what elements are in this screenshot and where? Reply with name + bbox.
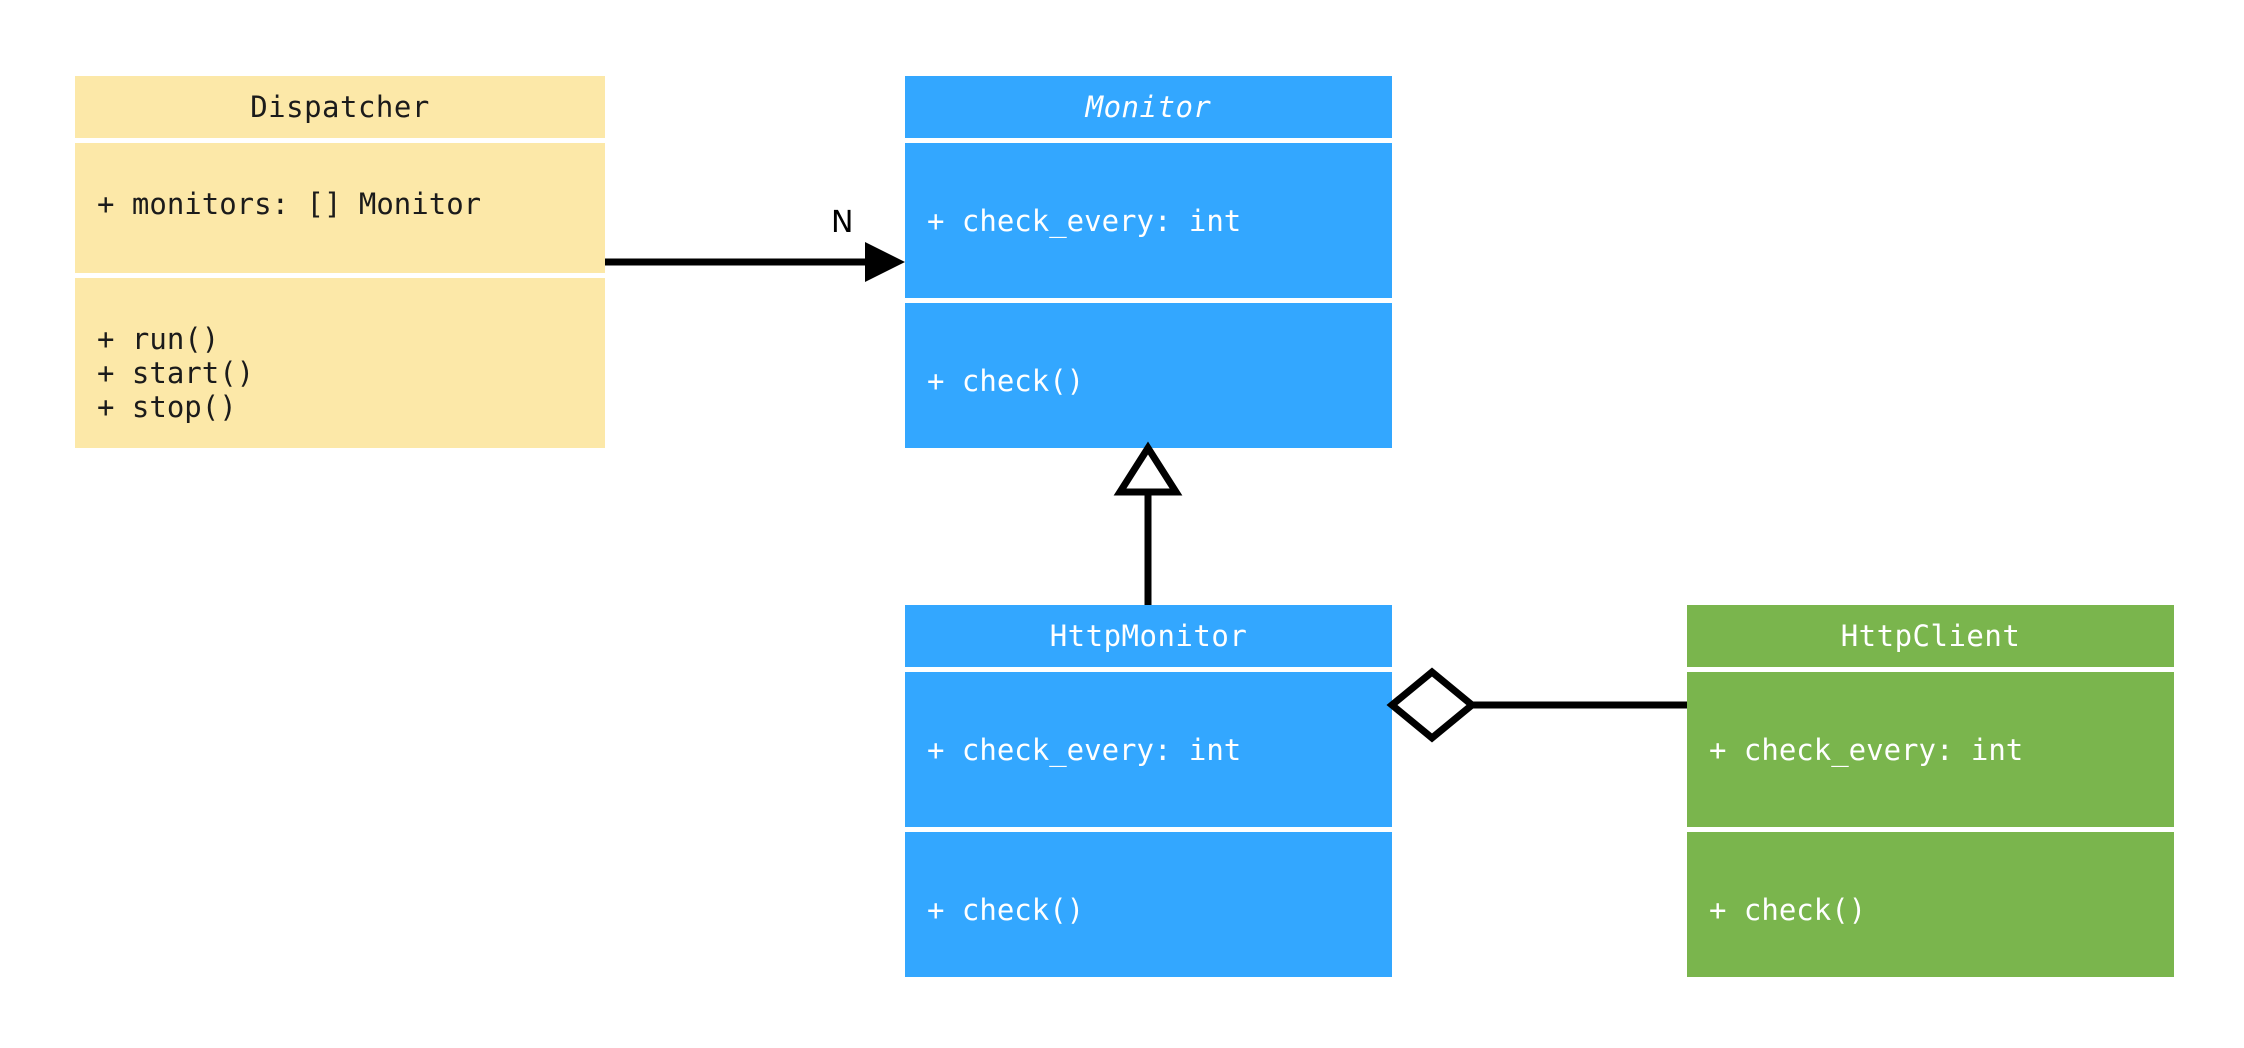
hollow-diamond-arrowhead — [1386, 667, 1478, 743]
class-attributes-compartment-monitor: + check_every: int — [905, 143, 1392, 298]
class-attributes-compartment-httpmonitor: + check_every: int — [905, 672, 1392, 827]
class-name-httpmonitor: HttpMonitor — [1049, 619, 1248, 653]
attribute-row: + check_every: int — [927, 733, 1242, 767]
class-title-compartment-httpmonitor: HttpMonitor — [905, 605, 1392, 667]
attribute-row: + check_every: int — [1709, 733, 2024, 767]
method-row: + check() — [927, 893, 1085, 927]
class-methods-compartment-monitor: + check() — [905, 303, 1392, 448]
method-row: + stop() — [97, 390, 237, 424]
compartment-divider — [905, 827, 1392, 832]
class-title-compartment-monitor: Monitor — [905, 76, 1392, 138]
class-name-httpclient: HttpClient — [1840, 619, 2021, 653]
compartment-divider — [1687, 827, 2174, 832]
method-row: + check() — [1709, 893, 1867, 927]
attribute-row: + monitors: [] Monitor — [97, 187, 482, 221]
class-title-compartment-dispatcher: Dispatcher — [75, 76, 605, 138]
compartment-divider — [75, 138, 605, 143]
method-row: + run() — [97, 322, 220, 356]
compartment-divider — [905, 298, 1392, 303]
connector-httpmonitor-to-monitor — [1113, 441, 1183, 605]
class-attributes-compartment-httpclient: + check_every: int — [1687, 672, 2174, 827]
class-box-dispatcher[interactable]: Dispatcher + monitors: [] Monitor + run(… — [75, 76, 605, 448]
connector-httpmonitor-to-httpclient — [1386, 667, 1687, 743]
method-row: + check() — [927, 364, 1085, 398]
attribute-row: + check_every: int — [927, 204, 1242, 238]
compartment-divider — [1687, 667, 2174, 672]
class-title-compartment-httpclient: HttpClient — [1687, 605, 2174, 667]
method-row: + start() — [97, 356, 255, 390]
compartment-divider — [905, 138, 1392, 143]
hollow-triangle-arrowhead — [1113, 441, 1183, 496]
filled-triangle-arrowhead — [865, 242, 905, 282]
compartment-divider — [905, 667, 1392, 672]
class-name-monitor: Monitor — [1085, 90, 1212, 124]
class-name-dispatcher: Dispatcher — [250, 90, 430, 124]
class-box-monitor[interactable]: Monitor + check_every: int + check() — [905, 76, 1392, 448]
multiplicity-label-n: N — [831, 205, 854, 240]
class-methods-compartment-httpmonitor: + check() — [905, 832, 1392, 977]
class-attributes-compartment-dispatcher: + monitors: [] Monitor — [75, 143, 605, 273]
connector-dispatcher-to-monitor — [605, 242, 905, 282]
class-methods-compartment-dispatcher: + run() + start() + stop() — [75, 278, 605, 448]
compartment-divider — [75, 273, 605, 278]
class-box-httpclient[interactable]: HttpClient + check_every: int + check() — [1687, 605, 2174, 977]
class-methods-compartment-httpclient: + check() — [1687, 832, 2174, 977]
class-box-httpmonitor[interactable]: HttpMonitor + check_every: int + check() — [905, 605, 1392, 977]
